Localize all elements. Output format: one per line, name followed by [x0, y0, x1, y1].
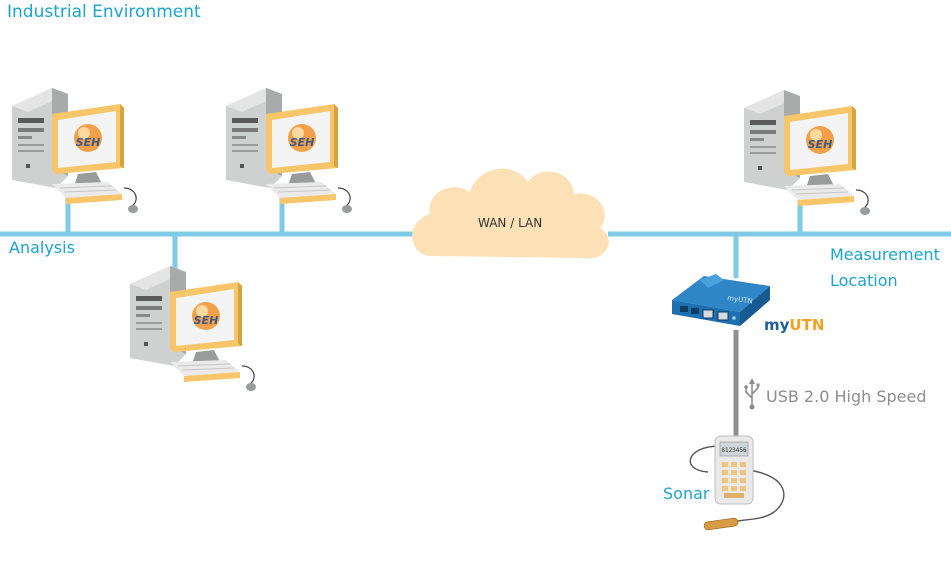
myutn-label-utn: UTN	[789, 316, 825, 334]
sonar-label: Sonar	[663, 484, 710, 503]
computer-icon-measurement	[743, 89, 871, 216]
svg-text:myUTN: myUTN	[727, 294, 753, 305]
sonar-sensor-icon: 8123456	[689, 435, 785, 531]
analysis-label: Analysis	[9, 238, 75, 257]
myutn-label-my: my	[764, 316, 790, 334]
diagram-title: Industrial Environment	[7, 2, 201, 22]
sonar-display-text: 8123456	[721, 447, 747, 454]
computer-icon-analysis-2	[225, 87, 353, 214]
usb-label: USB 2.0 High Speed	[766, 387, 927, 406]
measurement-label-line1: Measurement	[830, 245, 940, 264]
computer-icon-analysis-1	[11, 87, 139, 214]
measurement-location-label: Measurement Location	[830, 242, 940, 294]
computer-icon-analysis-3	[129, 265, 257, 392]
usb-icon	[744, 378, 760, 410]
wan-lan-cloud	[412, 168, 609, 259]
measurement-label-line2: Location	[830, 271, 898, 290]
wan-lan-label: WAN / LAN	[478, 216, 543, 230]
myutn-label: myUTN	[764, 316, 825, 334]
myutn-device-icon: myUTN	[672, 274, 770, 326]
